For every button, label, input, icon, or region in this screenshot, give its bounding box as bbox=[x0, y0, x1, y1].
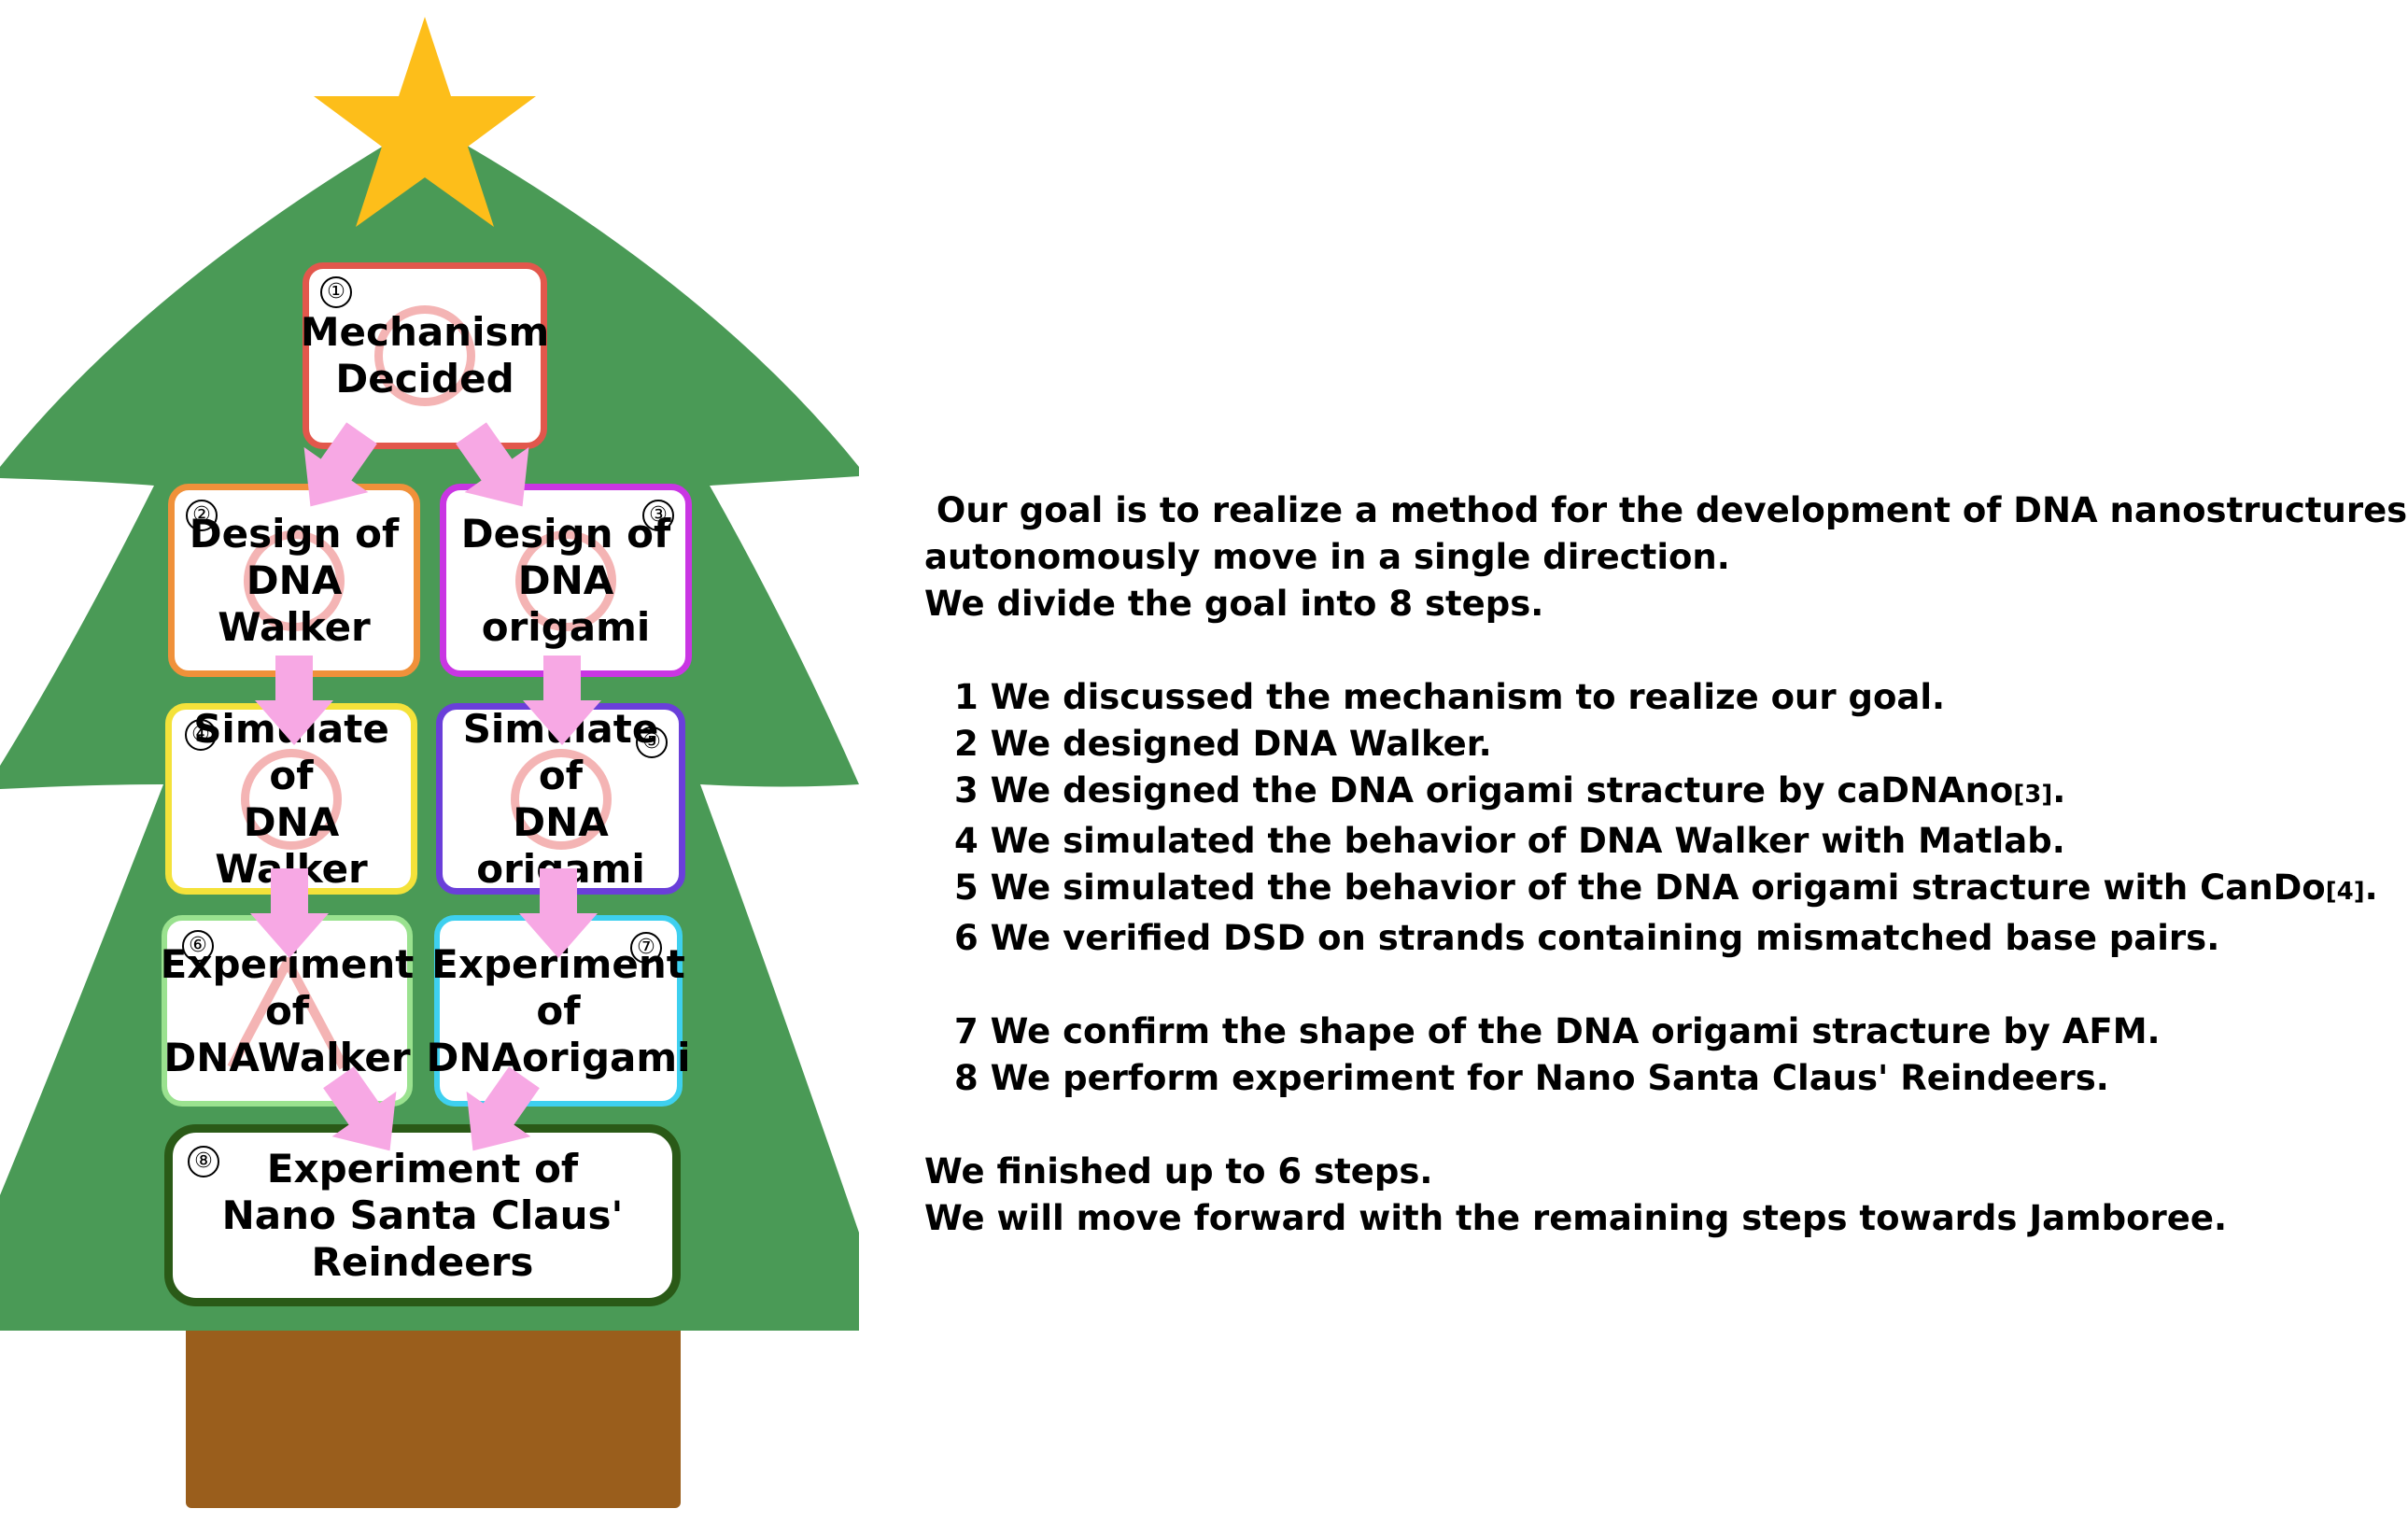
step-label-2: Design of DNA Walker bbox=[189, 510, 400, 650]
step-description-8: 8 We perform experiment for Nano Santa C… bbox=[954, 1058, 2109, 1098]
intro-line: Our goal is to realize a method for the … bbox=[924, 490, 2408, 530]
arrow-step3-to-step5 bbox=[523, 656, 601, 745]
step-box-2: ② Design of DNA Walker bbox=[168, 484, 420, 677]
step-description-2: 2 We designed DNA Walker. bbox=[954, 724, 1492, 764]
intro-line: We divide the goal into 8 steps. bbox=[924, 584, 1544, 624]
step-number-5: ⑤ bbox=[636, 726, 668, 758]
done-circle-mark bbox=[244, 529, 345, 631]
step-number-8: ⑧ bbox=[188, 1146, 219, 1177]
step-number-6: ⑥ bbox=[182, 930, 214, 962]
christmas-tree-illustration bbox=[0, 17, 859, 1508]
step-description-6: 6 We verified DSD on strands containing … bbox=[954, 918, 2220, 958]
step-number-3: ③ bbox=[642, 500, 674, 531]
star-icon bbox=[314, 17, 536, 227]
goal-description: Our goal is to realize a method for the … bbox=[924, 487, 2408, 1242]
tree-trunk bbox=[186, 1307, 681, 1508]
arrow-step1-to-step2 bbox=[278, 411, 394, 529]
arrow-step2-to-step4 bbox=[255, 656, 333, 745]
outro-line: We will move forward with the remaining … bbox=[924, 1198, 2227, 1238]
arrow-step1-to-step3 bbox=[439, 411, 555, 529]
step-box-8: ⑧ Experiment of Nano Santa Claus' Reinde… bbox=[164, 1124, 681, 1306]
step-label-7: Experiment of DNAorigami bbox=[426, 940, 691, 1080]
step-label-1: Mechanism Decided bbox=[300, 309, 550, 402]
step-description-5: 5 We simulated the behavior of the DNA o… bbox=[954, 867, 2378, 908]
step-box-4: ④ Simulate of DNA Walker bbox=[165, 703, 417, 895]
step-number-2: ② bbox=[186, 500, 218, 531]
step-label-6: Experiment of DNAWalker bbox=[160, 940, 415, 1080]
done-circle-mark bbox=[241, 748, 342, 850]
step-description-4: 4 We simulated the behavior of DNA Walke… bbox=[954, 821, 2065, 861]
done-circle-mark bbox=[510, 748, 612, 850]
step-label-3: Design of DNA origami bbox=[460, 510, 671, 650]
arrow-step7-to-step8 bbox=[441, 1055, 556, 1174]
reference-marker: [4] bbox=[2325, 878, 2365, 906]
arrow-step6-to-step8 bbox=[306, 1055, 422, 1174]
done-circle-mark bbox=[374, 305, 475, 406]
step-box-1: ① Mechanism Decided bbox=[300, 262, 550, 449]
step-description-1: 1 We discussed the mechanism to realize … bbox=[954, 677, 1946, 717]
step-description-3: 3 We designed the DNA origami stracture … bbox=[954, 770, 2066, 811]
arrow-step4-to-step6 bbox=[250, 868, 329, 958]
partial-triangle-mark bbox=[222, 951, 353, 1072]
step-number-4: ④ bbox=[185, 719, 217, 751]
outro-line: We finished up to 6 steps. bbox=[924, 1151, 1433, 1192]
step-label-8: Experiment of Nano Santa Claus' Reindeer… bbox=[221, 1145, 624, 1285]
step-box-3: ③ Design of DNA origami bbox=[440, 484, 692, 677]
reference-marker: [3] bbox=[2013, 781, 2053, 809]
done-circle-mark bbox=[515, 529, 616, 631]
step-description-7: 7 We confirm the shape of the DNA origam… bbox=[954, 1011, 2161, 1051]
arrow-step5-to-step7 bbox=[519, 868, 598, 958]
intro-line: autonomously move in a single direction. bbox=[924, 537, 1730, 577]
step-number-1: ① bbox=[320, 276, 352, 308]
step-number-7: ⑦ bbox=[630, 932, 662, 964]
